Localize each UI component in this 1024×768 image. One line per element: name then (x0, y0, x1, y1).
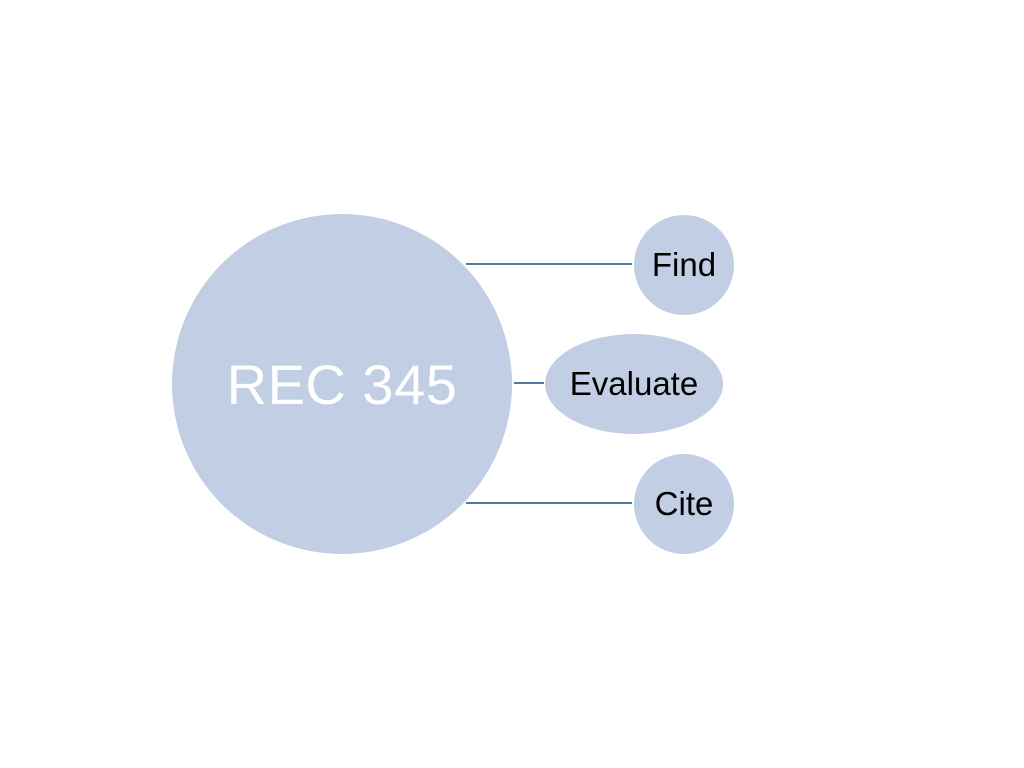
center-node: REC 345 (172, 214, 512, 554)
connector-evaluate (514, 382, 544, 384)
child-node-cite: Cite (634, 454, 734, 554)
child-node-evaluate-label: Evaluate (569, 365, 699, 402)
child-node-find: Find (634, 215, 734, 315)
center-node-label: REC 345 (226, 352, 458, 416)
child-node-find-label: Find (651, 246, 717, 283)
child-node-cite-label: Cite (654, 485, 714, 522)
connector-cite (466, 502, 632, 504)
connector-find (466, 263, 632, 265)
child-node-evaluate: Evaluate (545, 334, 723, 434)
